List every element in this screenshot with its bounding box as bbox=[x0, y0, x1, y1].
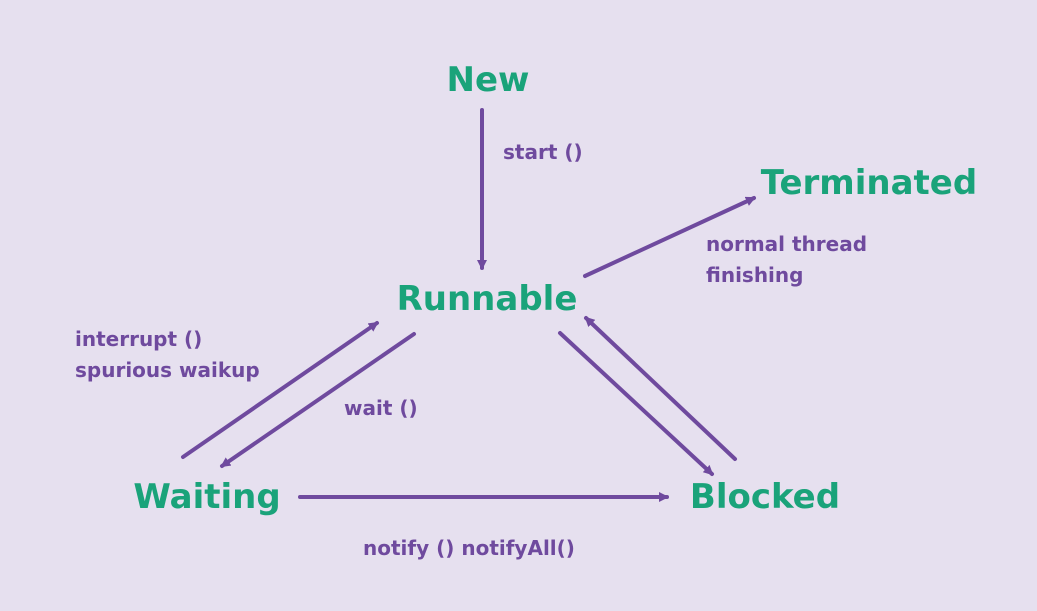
label-normal-finish-line1: normal thread bbox=[706, 232, 867, 256]
arrow-runnable-to-terminated bbox=[583, 196, 756, 278]
state-new: New bbox=[447, 60, 530, 100]
arrow-waiting-to-runnable bbox=[181, 321, 379, 459]
label-wait: wait () bbox=[344, 396, 418, 420]
arrow-runnable-to-waiting bbox=[220, 332, 416, 468]
arrow-blocked-to-runnable bbox=[584, 316, 737, 461]
label-interrupt-line1: interrupt () bbox=[75, 327, 202, 351]
label-interrupt-line2: spurious waikup bbox=[75, 358, 260, 382]
state-waiting: Waiting bbox=[133, 477, 280, 517]
state-runnable: Runnable bbox=[397, 279, 578, 319]
label-normal-finish-line2: finishing bbox=[706, 263, 803, 287]
label-start: start () bbox=[503, 140, 583, 164]
label-notify: notify () notifyAll() bbox=[363, 536, 575, 560]
arrow-runnable-to-blocked bbox=[558, 331, 714, 476]
state-blocked: Blocked bbox=[690, 477, 840, 517]
state-terminated: Terminated bbox=[761, 163, 977, 203]
